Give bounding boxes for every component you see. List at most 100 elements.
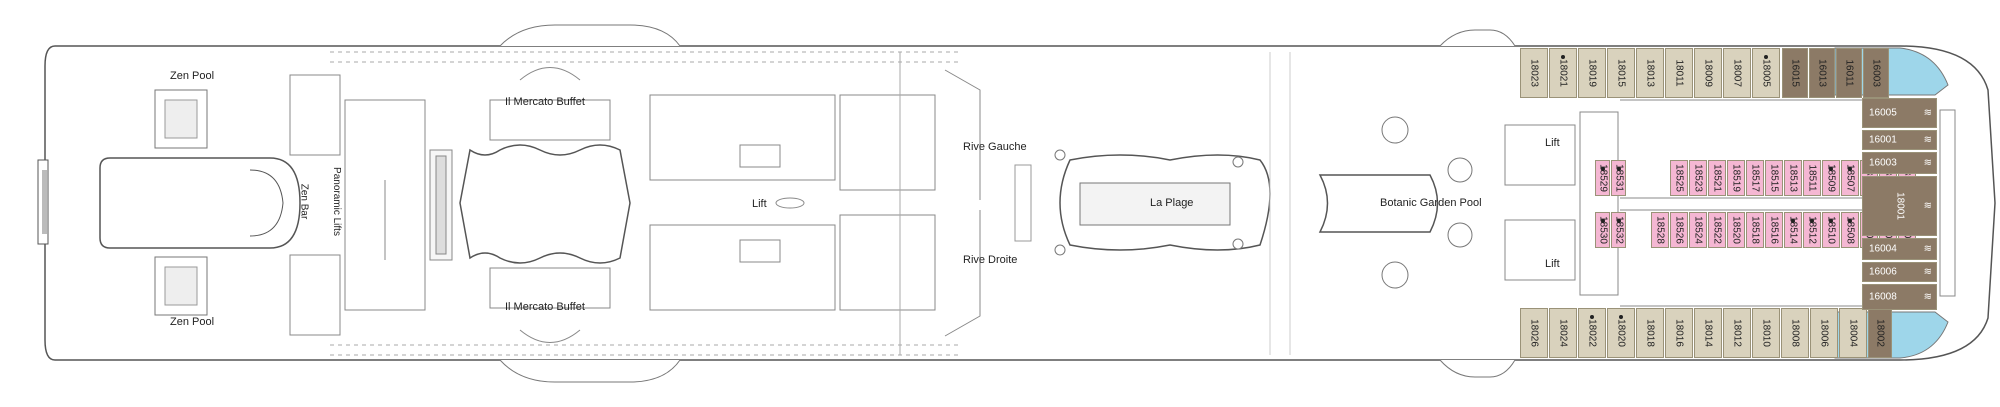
cabin-18006[interactable]: 18006 bbox=[1810, 308, 1838, 358]
cabin-18528[interactable]: 18528 bbox=[1651, 212, 1669, 248]
cabin-18010[interactable]: 18010 bbox=[1752, 308, 1780, 358]
cabin-number: 18001 bbox=[1894, 192, 1905, 220]
cabin-16005[interactable]: 16005≋ bbox=[1862, 98, 1937, 128]
cabin-number: 16006 bbox=[1869, 266, 1897, 278]
cabin-18014[interactable]: 18014 bbox=[1694, 308, 1722, 358]
cabin-18020[interactable]: 18020 bbox=[1607, 308, 1635, 358]
zen-pool-label-top: Zen Pool bbox=[170, 70, 215, 82]
rive-gauche-label: Rive Gauche bbox=[963, 141, 1027, 153]
cabin-18517[interactable]: 18517 bbox=[1746, 160, 1764, 196]
cabin-16008[interactable]: 16008≋ bbox=[1862, 284, 1937, 310]
accessibility-icon bbox=[1616, 167, 1621, 171]
cabin-18507[interactable]: 18507 bbox=[1841, 160, 1859, 196]
cabin-18524[interactable]: 18524 bbox=[1689, 212, 1707, 248]
cabin-18509[interactable]: 18509 bbox=[1822, 160, 1840, 196]
cabin-18511[interactable]: 18511 bbox=[1803, 160, 1821, 196]
cabin-16015[interactable]: 16015 bbox=[1782, 48, 1808, 98]
cabin-18508[interactable]: 18508 bbox=[1841, 212, 1859, 248]
cabin-18516[interactable]: 18516 bbox=[1765, 212, 1783, 248]
cabin-number: 18512 bbox=[1806, 216, 1818, 244]
cabin-18008[interactable]: 18008 bbox=[1781, 308, 1809, 358]
wave-icon: ≋ bbox=[1923, 291, 1932, 303]
cabin-number: 18004 bbox=[1847, 319, 1859, 347]
wave-icon: ≋ bbox=[1923, 266, 1932, 278]
cabin-number: 18530 bbox=[1597, 216, 1608, 244]
accessibility-icon bbox=[1764, 55, 1768, 59]
cabin-18004[interactable]: 18004 bbox=[1839, 308, 1867, 358]
cabin-18016[interactable]: 18016 bbox=[1665, 308, 1693, 358]
wave-icon: ≋ bbox=[1923, 243, 1932, 255]
cabin-number: 18518 bbox=[1749, 216, 1761, 244]
cabin-number: 18008 bbox=[1789, 319, 1801, 347]
cabin-18002[interactable]: 18002 bbox=[1868, 308, 1892, 358]
cabin-number: 18528 bbox=[1654, 216, 1666, 244]
cabin-18023[interactable]: 18023 bbox=[1520, 48, 1548, 98]
botanic-garden-pool-label: Botanic Garden Pool bbox=[1380, 197, 1482, 209]
cabin-18012[interactable]: 18012 bbox=[1723, 308, 1751, 358]
lift-label-fwd-top: Lift bbox=[1545, 137, 1560, 149]
cabin-number: 18014 bbox=[1702, 319, 1714, 347]
la-plage-label: La Plage bbox=[1150, 197, 1194, 209]
cabin-18514[interactable]: 18514 bbox=[1784, 212, 1802, 248]
cabin-18519[interactable]: 18519 bbox=[1727, 160, 1745, 196]
cabin-number: 16015 bbox=[1789, 59, 1801, 87]
accessibility-icon bbox=[1600, 219, 1605, 223]
cabin-16003[interactable]: 16003 bbox=[1863, 48, 1889, 98]
cabin-number: 18016 bbox=[1673, 319, 1685, 347]
accessibility-icon bbox=[1616, 219, 1621, 223]
cabin-18512[interactable]: 18512 bbox=[1803, 212, 1821, 248]
cabin-18532[interactable]: 18532 bbox=[1611, 212, 1626, 248]
cabin-16006[interactable]: 16006 ≋ bbox=[1862, 262, 1937, 282]
cabin-18019[interactable]: 18019 bbox=[1578, 48, 1606, 98]
cabin-18510[interactable]: 18510 bbox=[1822, 212, 1840, 248]
cabin-18513[interactable]: 18513 bbox=[1784, 160, 1802, 196]
cabin-18523[interactable]: 18523 bbox=[1689, 160, 1707, 196]
cabin-number: 18024 bbox=[1557, 319, 1569, 347]
cabin-16011[interactable]: 16011 bbox=[1836, 48, 1862, 98]
cabin-16013[interactable]: 16013 bbox=[1809, 48, 1835, 98]
cabin-number: 18011 bbox=[1673, 59, 1685, 87]
zen-pool-label-bottom: Zen Pool bbox=[170, 316, 215, 328]
panoramic-lifts-label: Panoramic Lifts bbox=[330, 167, 342, 236]
cabin-18015[interactable]: 18015 bbox=[1607, 48, 1635, 98]
cabin-18007[interactable]: 18007 bbox=[1723, 48, 1751, 98]
cabin-18011[interactable]: 18011 bbox=[1665, 48, 1693, 98]
mercato-buffet-label-top: Il Mercato Buffet bbox=[505, 96, 585, 108]
cabin-16003[interactable]: 16003≋ bbox=[1862, 152, 1937, 174]
cabin-18021[interactable]: 18021 bbox=[1549, 48, 1577, 98]
accessibility-icon bbox=[1590, 315, 1594, 319]
cabin-number: 18005 bbox=[1760, 59, 1772, 87]
cabin-number: 18524 bbox=[1692, 216, 1704, 244]
cabin-number: 18009 bbox=[1702, 59, 1714, 87]
cabin-number: 18507 bbox=[1844, 164, 1856, 192]
cabin-18001[interactable]: 18001≋ bbox=[1862, 176, 1937, 236]
zen-pool-basin-bottom bbox=[154, 256, 208, 316]
accessibility-icon bbox=[1829, 167, 1833, 171]
cabin-18530[interactable]: 18530 bbox=[1595, 212, 1610, 248]
cabin-number: 18513 bbox=[1787, 164, 1799, 192]
cabin-18018[interactable]: 18018 bbox=[1636, 308, 1664, 358]
cabin-18515[interactable]: 18515 bbox=[1765, 160, 1783, 196]
accessibility-icon bbox=[1600, 167, 1605, 171]
cabin-16001[interactable]: 16001≋ bbox=[1862, 130, 1937, 150]
cabin-18013[interactable]: 18013 bbox=[1636, 48, 1664, 98]
cabin-18024[interactable]: 18024 bbox=[1549, 308, 1577, 358]
cabin-number: 18514 bbox=[1787, 216, 1799, 244]
cabin-number: 16013 bbox=[1816, 59, 1828, 87]
cabin-18521[interactable]: 18521 bbox=[1708, 160, 1726, 196]
cabin-18518[interactable]: 18518 bbox=[1746, 212, 1764, 248]
cabin-18005[interactable]: 18005 bbox=[1752, 48, 1780, 98]
cabin-18522[interactable]: 18522 bbox=[1708, 212, 1726, 248]
cabin-16004[interactable]: 16004≋ bbox=[1862, 238, 1937, 260]
cabin-18009[interactable]: 18009 bbox=[1694, 48, 1722, 98]
cabin-18525[interactable]: 18525 bbox=[1670, 160, 1688, 196]
cabin-18026[interactable]: 18026 bbox=[1520, 308, 1548, 358]
cabin-18529[interactable]: 18529 bbox=[1595, 160, 1610, 196]
cabin-18531[interactable]: 18531 bbox=[1611, 160, 1626, 196]
cabin-18526[interactable]: 18526 bbox=[1670, 212, 1688, 248]
cabin-18520[interactable]: 18520 bbox=[1727, 212, 1745, 248]
cabin-number: 18519 bbox=[1730, 164, 1742, 192]
cabin-number: 18012 bbox=[1731, 319, 1743, 347]
cabin-18022[interactable]: 18022 bbox=[1578, 308, 1606, 358]
